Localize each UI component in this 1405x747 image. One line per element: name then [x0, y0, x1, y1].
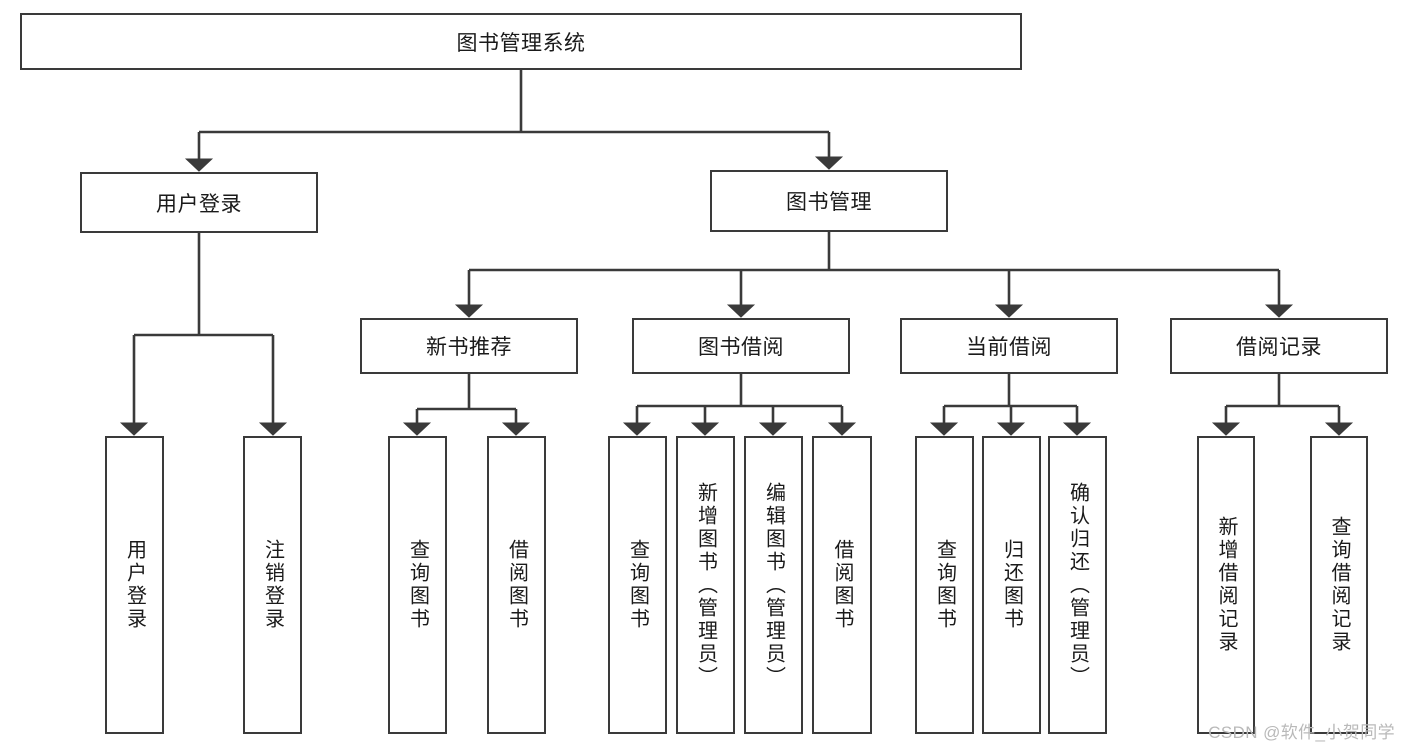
node-borrow-record[interactable]: 借阅记录	[1170, 318, 1388, 374]
node-current-borrow[interactable]: 当前借阅	[900, 318, 1118, 374]
node-leaf-rec-query-book[interactable]: 查询图书	[388, 436, 447, 734]
node-leaf-borrow-query-book[interactable]: 查询图书	[608, 436, 667, 734]
node-label: 查询借阅记录	[1328, 516, 1350, 654]
node-label: 查询图书	[933, 539, 956, 631]
node-root[interactable]: 图书管理系统	[20, 13, 1022, 70]
node-leaf-borrow-edit-book[interactable]: 编辑图书（管理员）	[744, 436, 803, 734]
node-label: 用户登录	[123, 539, 146, 631]
node-label: 确认归还（管理员）	[1066, 481, 1089, 689]
node-leaf-rec-add-record[interactable]: 新增借阅记录	[1197, 436, 1255, 734]
node-book-manage[interactable]: 图书管理	[710, 170, 948, 232]
node-book-borrow[interactable]: 图书借阅	[632, 318, 850, 374]
node-label: 图书借阅	[698, 336, 784, 359]
node-leaf-cur-query-book[interactable]: 查询图书	[915, 436, 974, 734]
node-label: 借阅图书	[831, 539, 853, 631]
watermark-text: CSDN @软件_小贺同学	[1208, 723, 1395, 742]
node-leaf-cur-confirm-return[interactable]: 确认归还（管理员）	[1048, 436, 1107, 734]
node-user-login[interactable]: 用户登录	[80, 172, 318, 233]
node-label: 新增图书（管理员）	[694, 481, 717, 689]
node-leaf-borrow-add-book[interactable]: 新增图书（管理员）	[676, 436, 735, 734]
node-label: 借阅图书	[505, 539, 528, 631]
node-label: 注销登录	[261, 539, 284, 631]
node-label: 查询图书	[406, 539, 429, 631]
node-label: 用户登录	[156, 192, 242, 216]
node-leaf-user-login[interactable]: 用户登录	[105, 436, 164, 734]
node-label: 编辑图书（管理员）	[762, 481, 785, 689]
node-leaf-borrow-borrow-book[interactable]: 借阅图书	[812, 436, 872, 734]
node-new-book-rec[interactable]: 新书推荐	[360, 318, 578, 374]
node-label: 借阅记录	[1236, 336, 1322, 359]
node-leaf-cur-return-book[interactable]: 归还图书	[982, 436, 1041, 734]
node-label: 图书管理	[786, 191, 872, 214]
node-label: 新增借阅记录	[1215, 516, 1237, 654]
node-label: 归还图书	[1000, 539, 1023, 631]
node-label: 查询图书	[626, 539, 649, 631]
node-leaf-rec-borrow-book[interactable]: 借阅图书	[487, 436, 546, 734]
node-leaf-user-logout[interactable]: 注销登录	[243, 436, 302, 734]
node-label: 当前借阅	[966, 336, 1052, 359]
node-leaf-rec-query-record[interactable]: 查询借阅记录	[1310, 436, 1368, 734]
node-label: 图书管理系统	[456, 31, 586, 55]
node-label: 新书推荐	[426, 336, 512, 359]
